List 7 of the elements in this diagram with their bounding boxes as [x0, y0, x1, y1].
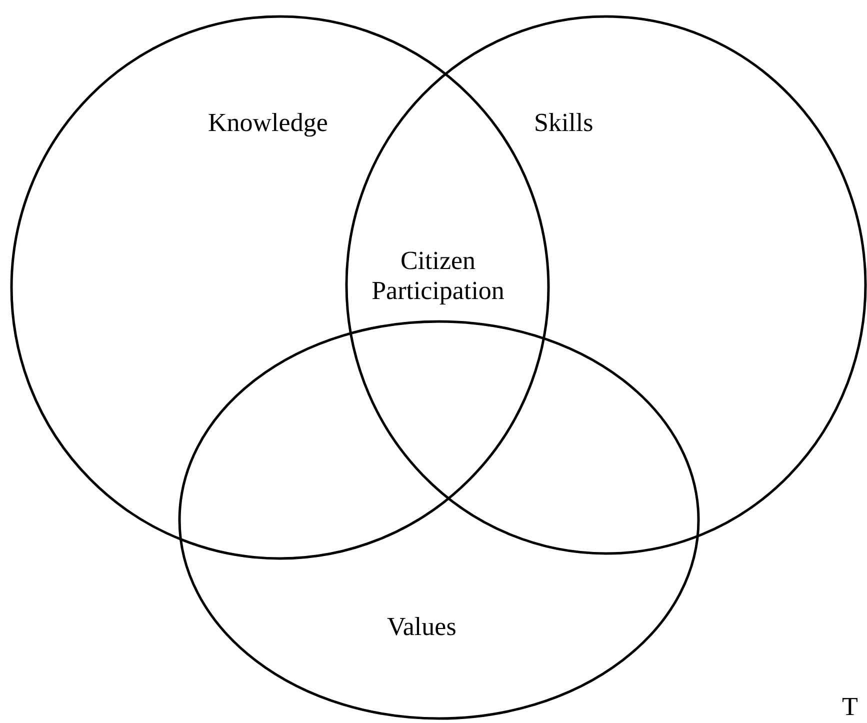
intersection-label: Citizen Participation	[370, 246, 506, 306]
venn-circle	[345, 15, 867, 555]
circle-label: Knowledge	[208, 108, 328, 138]
venn-circle	[178, 320, 700, 720]
cut-off-text: T	[841, 692, 859, 722]
circle-label: Skills	[534, 108, 594, 138]
circle-label: Values	[387, 612, 456, 642]
